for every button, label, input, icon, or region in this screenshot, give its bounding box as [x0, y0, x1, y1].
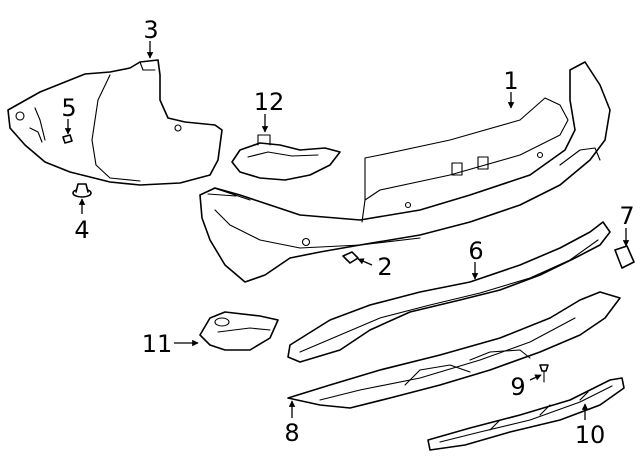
- part-1-bumper-cover: [199, 61, 611, 283]
- part-6-valance: [287, 221, 611, 363]
- part-4-push-pin: [72, 183, 92, 198]
- callout-10: 10: [575, 421, 606, 449]
- part-7-bracket: [614, 245, 635, 269]
- part-2-retainer: [342, 251, 359, 264]
- part-9-bolt: [539, 364, 549, 383]
- part-3-quarter-panel: [7, 59, 223, 186]
- part-11-exhaust-tip: [199, 311, 279, 351]
- callout-3: 3: [143, 16, 158, 44]
- callout-9: 9: [510, 373, 525, 401]
- part-10-trim-strip: [427, 377, 625, 451]
- part-8-diffuser: [287, 291, 621, 409]
- part-5-clip: [62, 134, 73, 144]
- callout-7: 7: [619, 202, 634, 230]
- leader-2: [357, 258, 373, 266]
- leader-9: [529, 374, 542, 381]
- callout-11: 11: [142, 330, 173, 358]
- callout-8: 8: [284, 419, 299, 447]
- callout-4: 4: [74, 216, 89, 244]
- callout-2: 2: [377, 253, 392, 281]
- callout-labels: 1 2 3 4 5 6 7 8 9 10 11 12: [61, 16, 634, 449]
- part-12-bracket: [231, 134, 341, 181]
- callout-5: 5: [61, 94, 76, 122]
- callout-12: 12: [254, 88, 285, 116]
- leader-lines: [64, 41, 630, 420]
- callout-1: 1: [503, 67, 518, 95]
- callout-6: 6: [468, 237, 483, 265]
